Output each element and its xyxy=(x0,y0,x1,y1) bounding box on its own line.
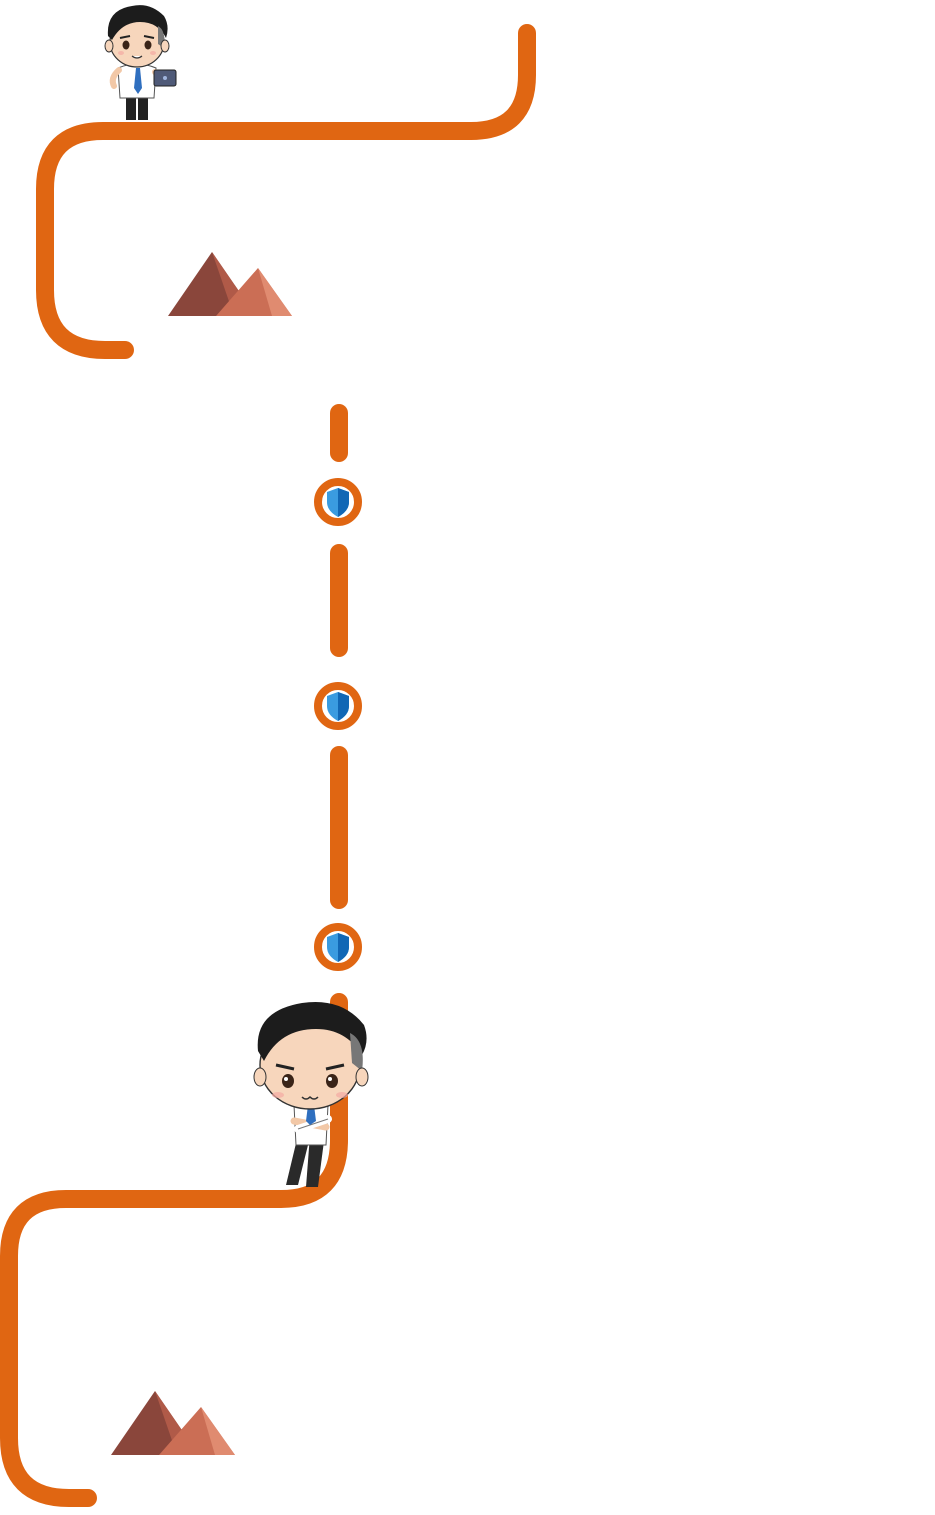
timeline-path-top xyxy=(36,24,536,359)
shield-icon xyxy=(314,478,362,526)
timeline-path-bottom xyxy=(0,993,348,1507)
section-heading xyxy=(170,322,935,368)
businessman-arms-crossed-icon xyxy=(253,1001,369,1187)
shield-icon xyxy=(314,682,362,730)
shield-icon xyxy=(314,923,362,971)
pyramid-icon-top xyxy=(168,252,292,316)
pyramid-icon-bottom xyxy=(111,1391,235,1455)
businessman-with-laptop-icon xyxy=(104,5,177,120)
path-segment-top xyxy=(36,24,536,359)
path-segment-bottom xyxy=(0,993,348,1507)
timeline-vertical xyxy=(330,404,348,909)
